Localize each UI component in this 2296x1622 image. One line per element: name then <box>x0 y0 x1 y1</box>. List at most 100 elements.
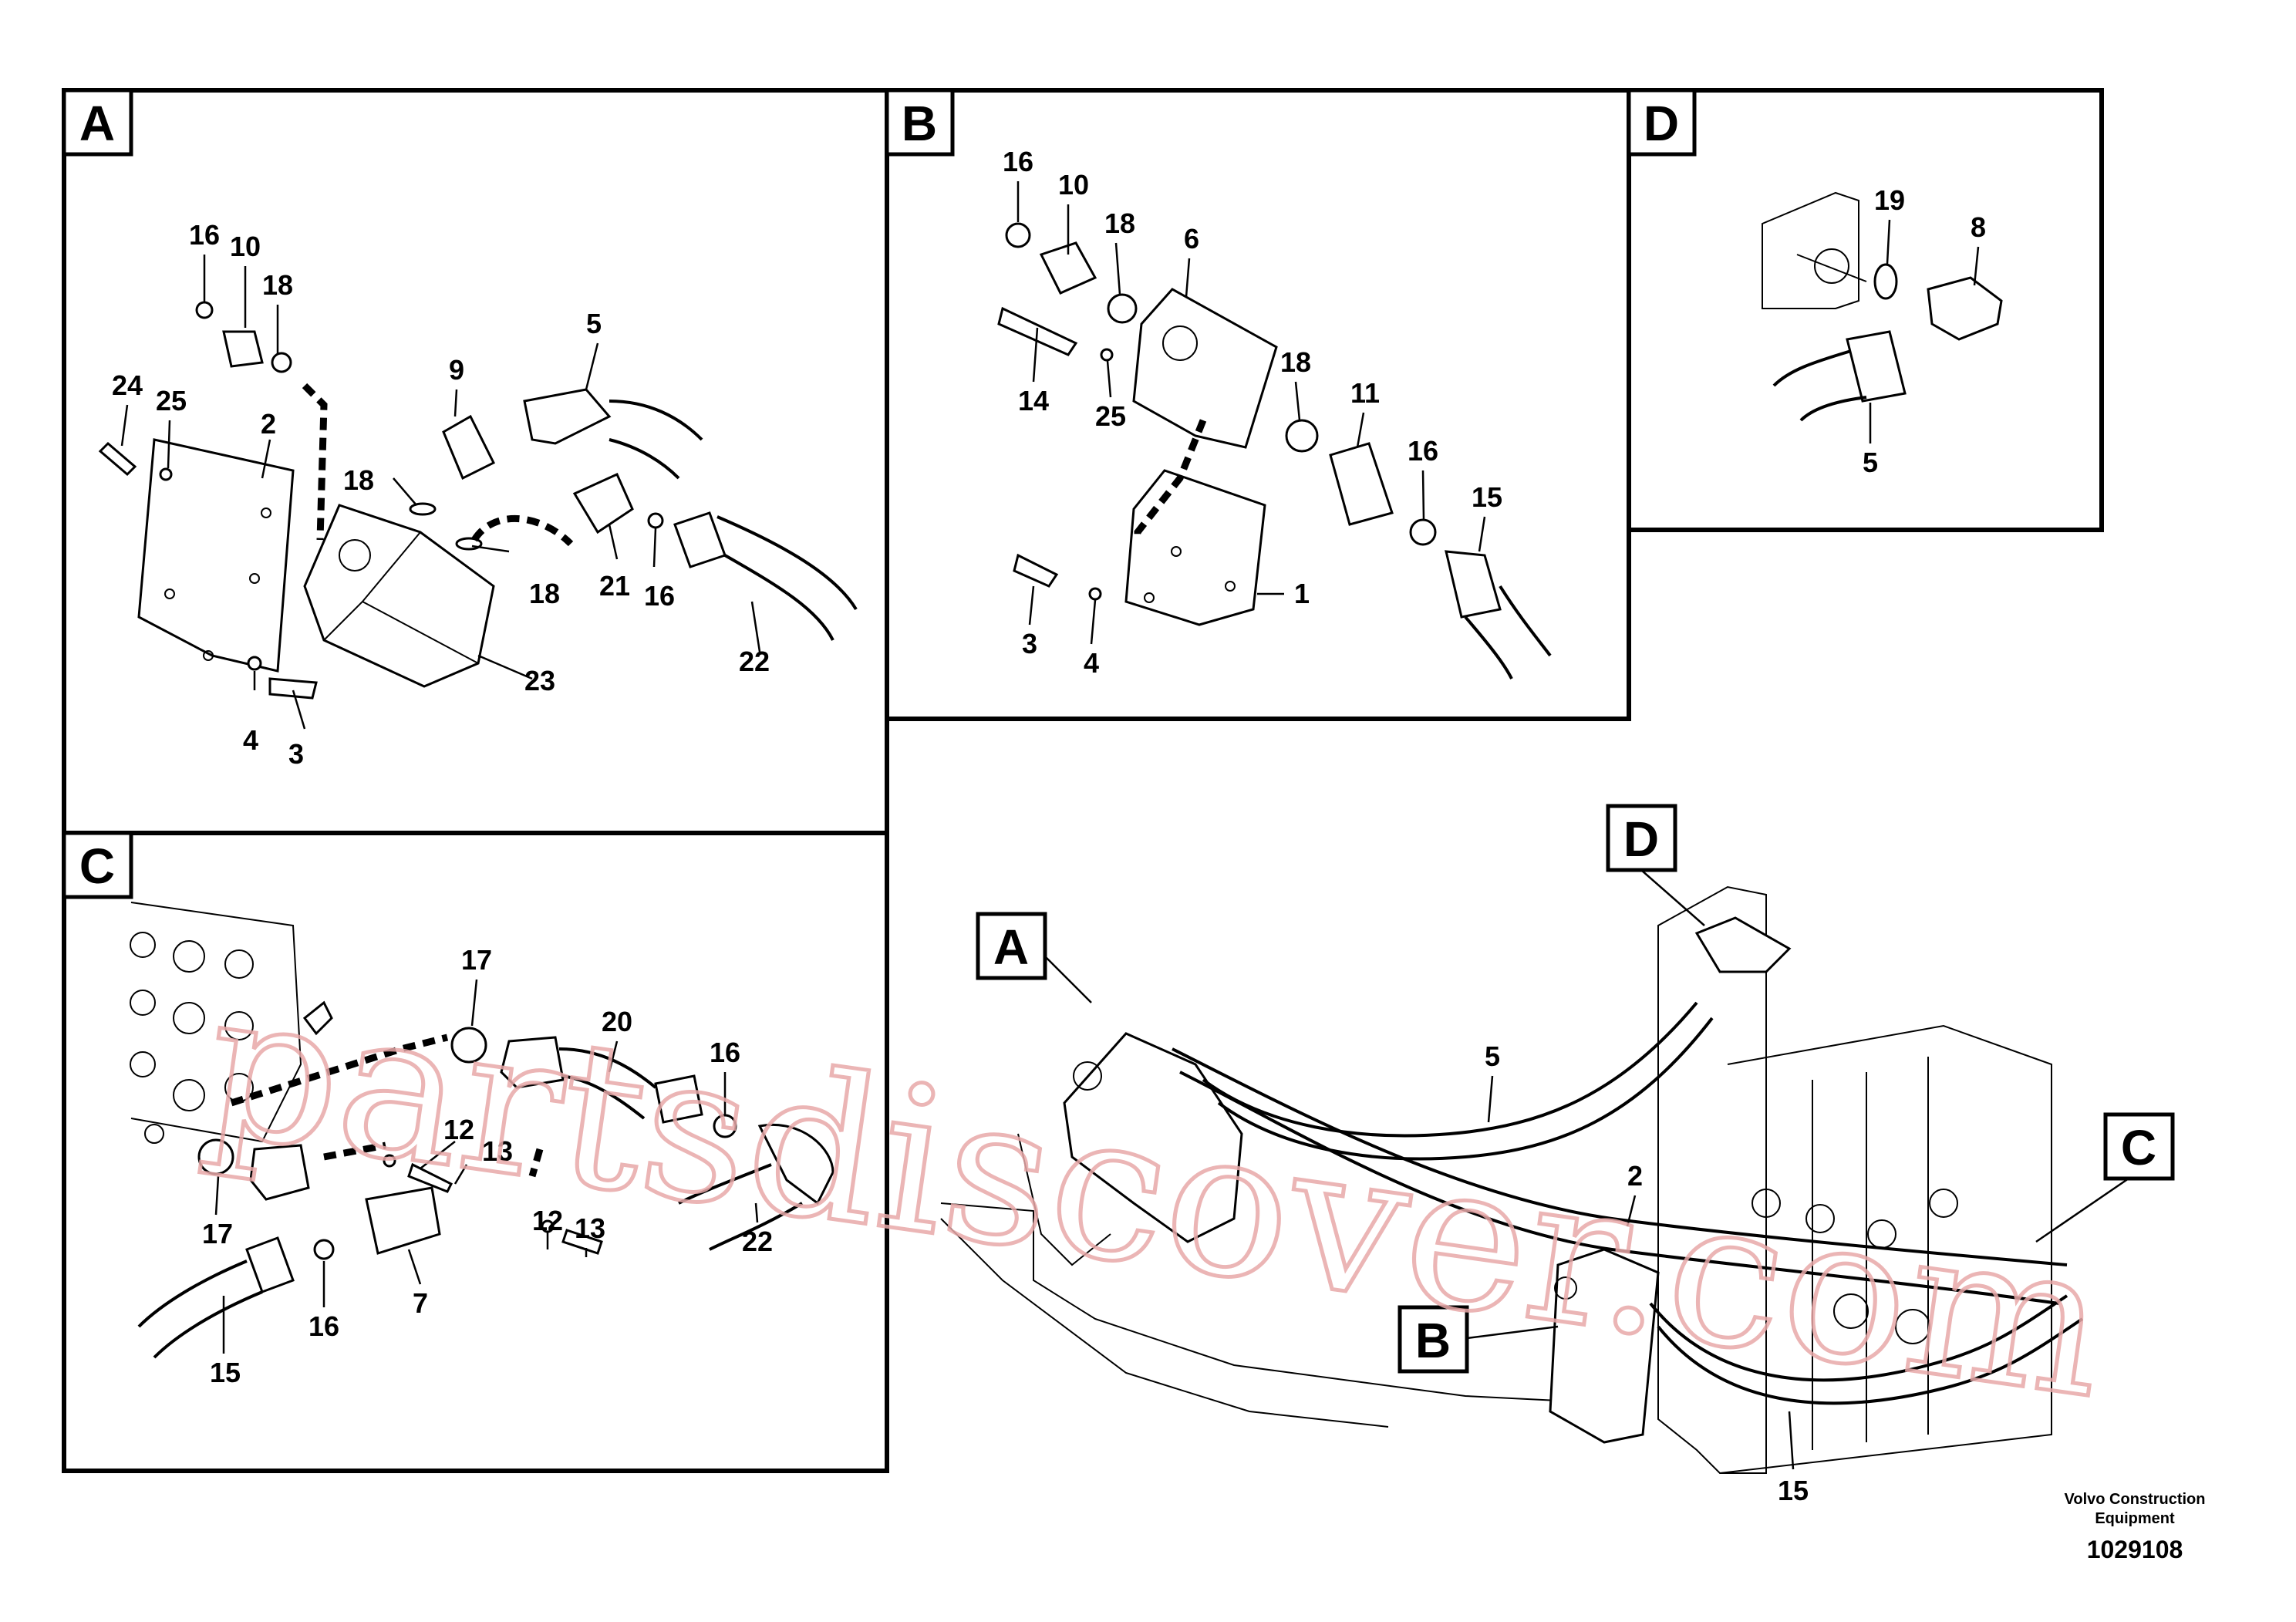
callout-label: 17 <box>202 1218 233 1249</box>
callout-label: 2 <box>261 408 276 440</box>
callout-label: 19 <box>1874 184 1905 216</box>
callout-label: 23 <box>524 665 555 696</box>
callout-label: 18 <box>343 464 374 496</box>
plate-1 <box>1124 469 1266 626</box>
panel-c-frame <box>62 831 889 1473</box>
hose-end-22 <box>757 1124 834 1206</box>
callout-label: 10 <box>1058 169 1089 201</box>
panel-d: D 19 8 5 <box>1627 88 2104 532</box>
callout-label: 11 <box>1350 377 1380 409</box>
panel-c: C 17 20 16 <box>62 831 889 1473</box>
callout-label: 13 <box>575 1212 605 1244</box>
callout-label: 15 <box>210 1357 241 1388</box>
document-number: 1029108 <box>2087 1536 2183 1563</box>
callout-label: 18 <box>1280 346 1311 378</box>
footer: Volvo Construction Equipment 1029108 <box>2065 1491 2206 1563</box>
callout-label: 3 <box>288 738 304 770</box>
panel-b-tag: B <box>902 96 937 151</box>
callout-label: 6 <box>1184 223 1199 255</box>
callout-label: 16 <box>189 219 220 251</box>
overview-tag-a-box <box>976 912 1047 980</box>
brand-line-1: Volvo Construction <box>2065 1491 2206 1508</box>
bolt-13 <box>407 1162 453 1193</box>
panel-d-tag: D <box>1644 96 1679 151</box>
valve-block-6 <box>1132 288 1278 449</box>
callout-label: 17 <box>461 944 492 976</box>
bolt-13 <box>561 1229 603 1255</box>
hose-end-15 <box>1445 550 1502 619</box>
panel-b: B 16 10 18 6 14 25 18 11 16 15 3 4 1 <box>885 88 1631 721</box>
hose-end-5 <box>1846 330 1907 403</box>
overview-elbow-8 <box>1694 916 1792 973</box>
overview-block-a <box>1063 1032 1243 1243</box>
valve-ports <box>130 932 254 1144</box>
callout-label: 4 <box>243 724 258 756</box>
callout-label: 22 <box>742 1226 773 1257</box>
fitting-21 <box>572 473 634 534</box>
overview-tag-c-box <box>2103 1112 2175 1181</box>
callout-label: 15 <box>1472 481 1502 513</box>
callout-label: 7 <box>413 1287 428 1319</box>
panel-a: A 16 10 18 24 25 2 9 <box>62 88 889 835</box>
overview-hose-5 <box>1202 1001 1714 1161</box>
overview-hose-2 <box>1172 1047 2068 1305</box>
callout-label: 5 <box>1863 447 1878 478</box>
bolt-3 <box>268 677 318 700</box>
overview-tag-b: B <box>1415 1313 1451 1368</box>
overview-tag-a: A <box>993 919 1029 975</box>
callout-label: 13 <box>482 1135 513 1167</box>
callout-label: 2 <box>1627 1160 1643 1192</box>
bolt-3 <box>1013 553 1059 588</box>
overview-tag-c: C <box>2121 1120 2156 1175</box>
callout-label: 18 <box>262 269 293 301</box>
elbow-9 <box>442 414 496 481</box>
flange-20 <box>500 1036 565 1089</box>
callout-label: 8 <box>1971 211 1986 243</box>
callout-label: 20 <box>602 1006 632 1037</box>
elbow-8 <box>1927 276 2003 341</box>
fitting-10 <box>1039 241 1097 295</box>
callout-label: 16 <box>710 1037 740 1068</box>
callout-label: 22 <box>739 646 770 677</box>
callout-label: 16 <box>644 580 675 612</box>
flange-17 <box>249 1144 310 1201</box>
brand-line-2: Equipment <box>2095 1510 2175 1527</box>
control-valve-body <box>130 902 302 1143</box>
panel-a-tag-box <box>62 88 133 157</box>
callout-label: 5 <box>1485 1040 1500 1072</box>
callout-label: 24 <box>112 369 143 401</box>
callout-label: 12 <box>532 1205 563 1236</box>
callout-label: 16 <box>1003 146 1033 177</box>
overview-hose-15 <box>1649 1294 2084 1405</box>
fitting-10 <box>222 330 264 368</box>
callout-label: 15 <box>1778 1475 1809 1506</box>
panel-a-tag: A <box>79 96 115 151</box>
callout-label: 16 <box>308 1310 339 1342</box>
panel-b-tag-box <box>885 88 955 157</box>
panel-c-tag-box <box>62 831 133 899</box>
callout-label: 25 <box>156 385 187 416</box>
callout-label: 21 <box>599 570 630 602</box>
callout-label: 3 <box>1022 628 1037 659</box>
callout-label: 5 <box>586 308 602 339</box>
fitting-11 <box>1329 442 1394 526</box>
panel-d-tag-box <box>1627 88 1697 157</box>
valve-block-23 <box>303 504 495 688</box>
callout-label: 10 <box>230 231 261 262</box>
callout-label: 18 <box>1104 207 1135 239</box>
callout-label: 9 <box>449 354 464 386</box>
callout-label: 14 <box>1018 385 1049 416</box>
hose-end-15 <box>245 1236 295 1293</box>
watermark: partsdiscover.com <box>193 946 2119 1443</box>
panel-d-frame <box>1627 88 2104 532</box>
callout-label: 12 <box>443 1114 474 1145</box>
callout-label: 4 <box>1084 647 1099 679</box>
overview-tag-d: D <box>1623 811 1659 867</box>
overview-assembly: A B C D 5 2 15 <box>940 804 2175 1506</box>
hose-end-5 <box>523 388 612 445</box>
overview-valve-tower <box>1657 885 1767 1474</box>
callout-label: 18 <box>529 578 560 609</box>
fitting-20 <box>654 1074 703 1124</box>
panel-c-tag: C <box>79 838 115 894</box>
